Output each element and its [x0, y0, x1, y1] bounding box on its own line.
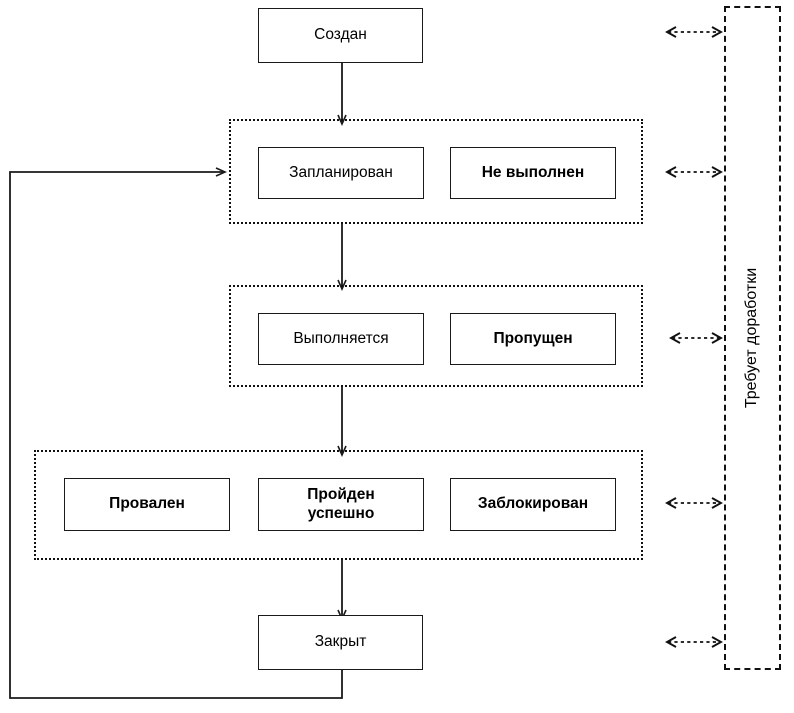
node-closed[interactable]: Закрыт: [258, 615, 423, 670]
node-not-executed-label: Не выполнен: [481, 163, 585, 181]
node-passed-label: Пройден успешно: [307, 486, 375, 522]
node-not-executed[interactable]: Не выполнен: [450, 147, 616, 199]
node-planned[interactable]: Запланирован: [258, 147, 424, 199]
node-in-progress-label: Выполняется: [293, 329, 389, 347]
node-blocked-label: Заблокирован: [477, 495, 589, 513]
node-closed-label: Закрыт: [314, 633, 367, 651]
node-in-progress[interactable]: Выполняется: [258, 313, 424, 365]
node-created-label: Создан: [314, 26, 367, 44]
rework-box[interactable]: Требует доработки: [724, 6, 781, 670]
rework-label: Требует доработки: [743, 267, 761, 409]
node-skipped[interactable]: Пропущен: [450, 313, 616, 365]
node-blocked[interactable]: Заблокирован: [450, 478, 616, 531]
node-failed-label: Провален: [109, 495, 185, 513]
node-created[interactable]: Создан: [258, 8, 423, 63]
node-failed[interactable]: Провален: [64, 478, 230, 531]
node-passed[interactable]: Пройден успешно: [258, 478, 424, 531]
node-planned-label: Запланирован: [289, 163, 393, 181]
node-skipped-label: Пропущен: [493, 329, 573, 347]
